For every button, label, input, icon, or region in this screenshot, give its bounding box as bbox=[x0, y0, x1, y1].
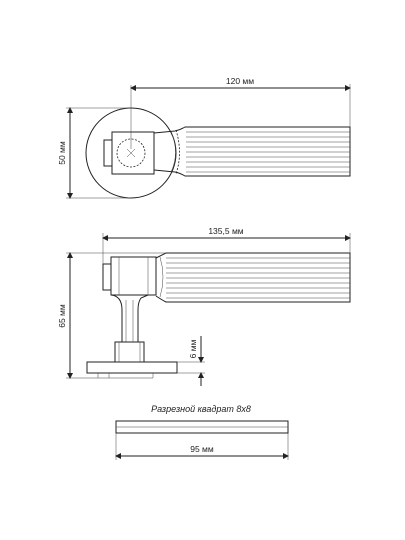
square-base bbox=[111, 131, 155, 175]
hub-stub bbox=[102, 263, 112, 291]
rose-plate bbox=[86, 361, 178, 374]
spindle-view: Разрезной квадрат 8х8 95 мм bbox=[115, 404, 289, 460]
spindle-caption: Разрезной квадрат 8х8 bbox=[151, 404, 251, 414]
spindle-stub bbox=[103, 139, 113, 167]
dimension-rose-diameter: 50 мм bbox=[57, 141, 67, 165]
rose-collar bbox=[114, 341, 145, 363]
dimension-spindle-length: 95 мм bbox=[190, 444, 214, 454]
dimension-rose-thickness: 6 мм bbox=[188, 339, 198, 358]
spindle-hole bbox=[116, 138, 146, 168]
hub-block bbox=[110, 256, 157, 296]
handle-lever-top bbox=[153, 126, 351, 177]
handle-lever-side bbox=[155, 252, 351, 303]
stem bbox=[110, 294, 149, 342]
dimension-top-length: 120 мм bbox=[226, 76, 254, 86]
handle-flutes-top bbox=[186, 131, 350, 173]
dimension-side-length: 135,5 мм bbox=[208, 226, 243, 236]
handle-flutes-side bbox=[166, 257, 350, 299]
side-view: 135,5 мм 65 мм 6 мм bbox=[57, 226, 351, 386]
top-view: 120 мм 50 мм bbox=[57, 76, 351, 199]
dimension-side-height: 65 мм bbox=[57, 304, 67, 328]
